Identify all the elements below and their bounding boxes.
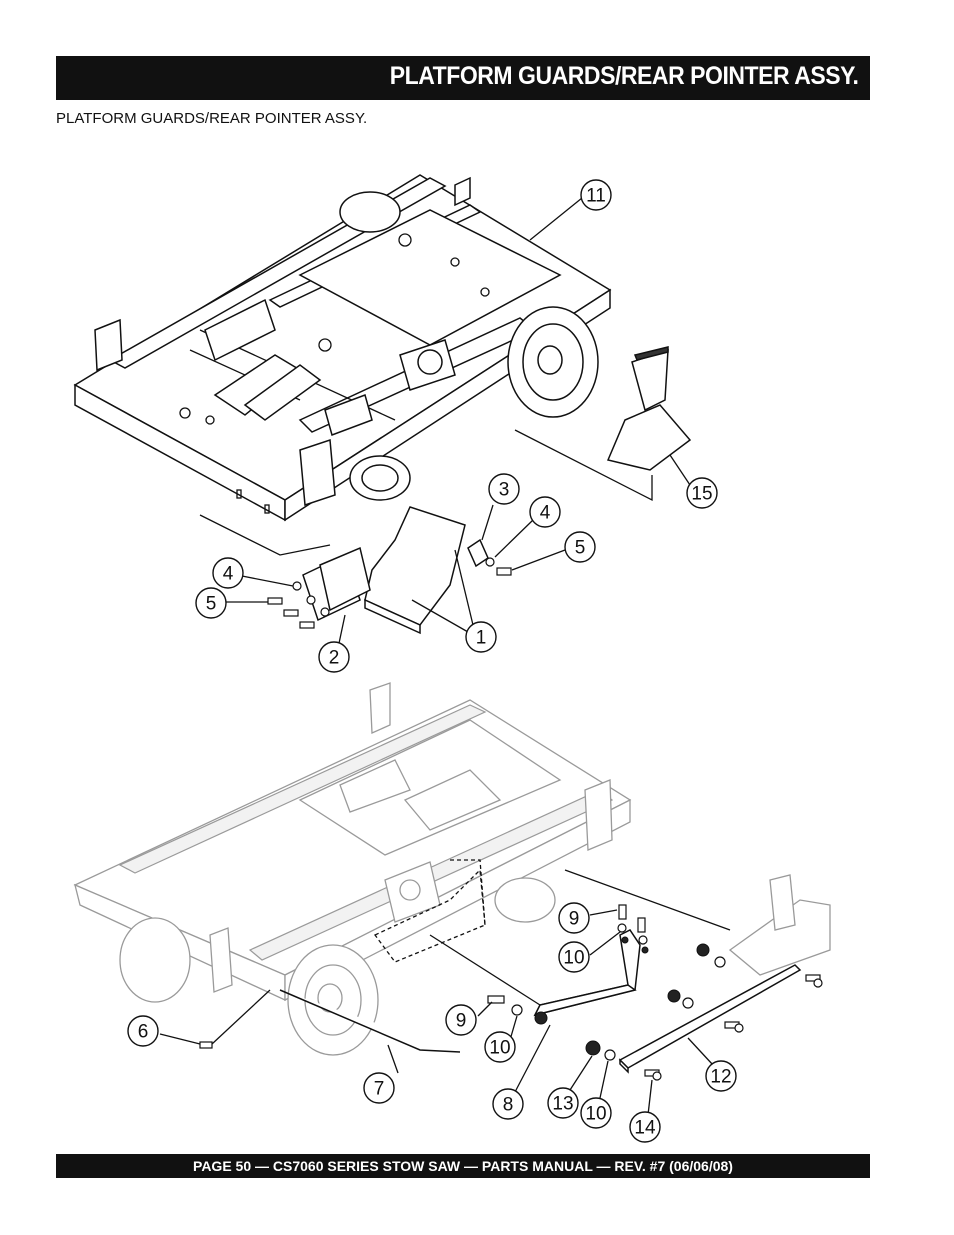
callout-9-lower: 9 — [445, 1004, 477, 1036]
part-13-nut — [585, 1040, 601, 1056]
callout-8: 8 — [492, 1088, 524, 1120]
guard-outline-dashed — [374, 868, 486, 963]
svg-text:8: 8 — [503, 1095, 514, 1116]
svg-text:4: 4 — [223, 564, 234, 585]
svg-text:9: 9 — [569, 909, 580, 930]
part-10-washer-b — [511, 1004, 523, 1016]
upper-pivot-bracket-left — [204, 298, 276, 362]
upper-frame-assembly — [73, 174, 612, 522]
svg-text:5: 5 — [575, 538, 586, 559]
part-2-mount-plate — [302, 546, 371, 649]
part-15-pointer-guard — [606, 346, 692, 471]
part-3-spacer — [467, 538, 489, 568]
part-7-pointer-rod — [279, 989, 461, 1053]
callout-9-upper: 9 — [558, 902, 590, 934]
upper-pad — [324, 394, 373, 436]
svg-text:4: 4 — [540, 503, 551, 524]
part-10-washer-c — [604, 1049, 616, 1061]
part-5-bolt — [496, 567, 512, 576]
callout-10-bottom: 10 — [580, 1097, 612, 1129]
svg-text:15: 15 — [691, 484, 712, 505]
nut-a — [696, 943, 710, 957]
svg-text:10: 10 — [585, 1104, 606, 1125]
upper-inner-plate — [298, 209, 562, 346]
callout-4-right: 4 — [529, 496, 561, 528]
callout-14: 14 — [629, 1111, 661, 1143]
svg-text:14: 14 — [634, 1118, 656, 1139]
svg-text:2: 2 — [329, 648, 340, 669]
callout-3: 3 — [488, 473, 520, 505]
upper-front-bracket — [299, 438, 336, 507]
svg-text:13: 13 — [552, 1094, 573, 1115]
svg-text:10: 10 — [489, 1038, 510, 1059]
callout-11: 11 — [580, 179, 612, 211]
callout-2: 2 — [318, 641, 350, 673]
svg-text:12: 12 — [710, 1067, 731, 1088]
part-8-pointer-bracket — [533, 929, 641, 1017]
svg-text:5: 5 — [206, 594, 217, 615]
page-title: PLATFORM GUARDS/REAR POINTER ASSY. — [389, 62, 858, 90]
part-6-screw — [199, 1041, 213, 1049]
svg-text:7: 7 — [374, 1079, 385, 1100]
part-9-bolt-a — [618, 904, 627, 920]
callout-6: 6 — [127, 1015, 159, 1047]
callout-10-upper: 10 — [558, 941, 590, 973]
callout-12: 12 — [705, 1060, 737, 1092]
part-4-washer-left — [292, 581, 302, 591]
svg-text:1: 1 — [476, 628, 487, 649]
upper-pivot-link-b — [243, 364, 322, 421]
callout-4-left: 4 — [212, 557, 244, 589]
footer-bar: PAGE 50 — CS7060 SERIES STOW SAW — PARTS… — [56, 1154, 870, 1178]
callout-13: 13 — [547, 1087, 579, 1119]
callout-15: 15 — [686, 477, 718, 509]
upper-tab-left — [94, 318, 123, 372]
header-bar: PLATFORM GUARDS/REAR POINTER ASSY. — [56, 56, 870, 100]
part-12-pointer-bar — [618, 964, 802, 1074]
part-5-bolt-left — [267, 597, 283, 605]
svg-text:3: 3 — [499, 480, 510, 501]
callout-7: 7 — [363, 1072, 395, 1104]
svg-text:6: 6 — [138, 1022, 149, 1043]
callout-5-left: 5 — [195, 587, 227, 619]
part-9-bolt-b — [487, 995, 505, 1004]
svg-text:10: 10 — [563, 948, 584, 969]
callout-1: 1 — [465, 621, 497, 653]
callout-10-lower: 10 — [484, 1031, 516, 1063]
upper-tab-rear — [454, 176, 471, 207]
part-4-washer — [485, 557, 495, 567]
callout-5-right: 5 — [564, 531, 596, 563]
svg-text:11: 11 — [586, 186, 606, 207]
part-10-washer-a — [617, 923, 627, 933]
lower-frame-assembly-ghost — [73, 682, 831, 1056]
diagram-subtitle: PLATFORM GUARDS/REAR POINTER ASSY. — [56, 110, 368, 127]
part-1-platform-guard — [364, 506, 474, 635]
svg-text:9: 9 — [456, 1011, 467, 1032]
footer-text: PAGE 50 — CS7060 SERIES STOW SAW — PARTS… — [193, 1158, 733, 1174]
upper-wheel-rear — [339, 191, 401, 233]
